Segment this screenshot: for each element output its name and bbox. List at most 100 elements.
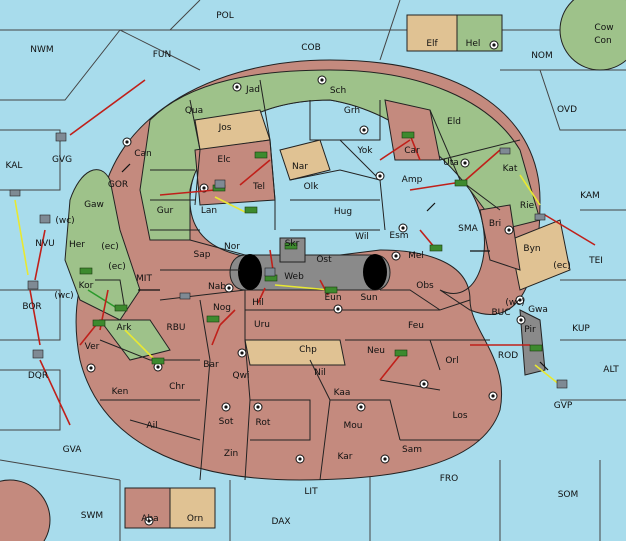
land-label[interactable]: Gaw [84,200,104,210]
land-label[interactable]: Gwa [528,305,548,315]
sea-label: NVU [35,239,54,249]
coast-label: (ec) [101,242,119,252]
land-label[interactable]: Rot [256,418,271,428]
land-label[interactable]: Eld [447,117,461,127]
land-label[interactable]: Sch [330,86,346,96]
army-unit [429,244,443,252]
land-label[interactable]: Aba [141,514,158,524]
land-label[interactable]: Ost [316,255,332,265]
coast-label: (wc) [505,298,524,308]
land-label[interactable]: Pir [524,325,536,335]
land-label[interactable]: Grh [344,106,360,116]
sea-label: Con [594,36,612,46]
land-label[interactable]: Esm [389,231,408,241]
land-label[interactable]: Byn [523,244,540,254]
land-label[interactable]: Hel [466,39,481,49]
sea-label: MIT [136,274,152,284]
sea-label: LIT [304,487,318,497]
bri-province[interactable] [479,204,521,271]
land-label[interactable]: Kar [338,452,353,462]
land-label[interactable]: Qua [185,106,203,116]
land-label[interactable]: Her [69,240,85,250]
land-label[interactable]: Can [134,149,152,159]
land-label[interactable]: Nar [292,162,308,172]
land-label[interactable]: Nil [314,368,326,378]
land-label[interactable]: Neu [367,346,385,356]
west-cap [238,254,262,290]
land-label[interactable]: Web [284,272,304,282]
land-label[interactable]: Chp [299,345,317,355]
chp-province[interactable] [244,339,346,366]
land-label[interactable]: Orl [445,356,458,366]
land-label[interactable]: Uta [443,158,459,168]
sea-label: ROD [498,351,518,361]
land-label[interactable]: Olk [304,182,320,192]
land-label[interactable]: Feu [408,321,424,331]
land-label[interactable]: Mel [408,251,424,261]
fleet-unit [27,280,39,290]
land-label[interactable]: Ark [116,323,132,333]
skr-province[interactable] [279,237,306,263]
land-label[interactable]: Los [452,411,467,421]
byn-province[interactable] [509,219,571,291]
sea-label: TEI [588,256,603,266]
sea-label: DAX [271,517,290,527]
pir-province[interactable] [519,309,546,376]
land-label[interactable]: Mou [344,421,363,431]
land-label[interactable]: Gur [157,206,174,216]
army-unit [324,286,338,294]
land-label[interactable]: Ail [146,421,157,431]
land-label[interactable]: Kaa [334,388,351,398]
land-label[interactable]: Zin [224,449,238,459]
land-label[interactable]: Nor [224,242,240,252]
land-label[interactable]: Ken [112,387,129,397]
land-label[interactable]: Hil [252,298,264,308]
land-label[interactable]: Tel [252,182,265,192]
land-label[interactable]: Rie [520,201,535,211]
land-label[interactable]: Skr [285,239,300,249]
land-label[interactable]: Nab [208,282,226,292]
fleet-unit [32,349,44,359]
land-label[interactable]: Kat [503,164,518,174]
land-label[interactable]: Kor [79,281,94,291]
land-label[interactable]: Qwi [233,371,250,381]
sea-label: GVG [52,155,72,165]
land-label[interactable]: Elc [217,155,230,165]
land-label[interactable]: Ver [85,342,100,352]
east-cap [363,254,387,290]
land-label[interactable]: Obs [416,281,434,291]
land-label[interactable]: Yok [356,146,373,156]
land-label[interactable]: Car [404,146,420,156]
land-label[interactable]: Sun [360,293,377,303]
sea-label: SMA [458,224,478,234]
land-label[interactable]: Sam [402,445,422,455]
elc-tel-province[interactable] [194,139,276,206]
land-label[interactable]: Sap [194,250,211,260]
sea-label: NWM [30,45,53,55]
land-label[interactable]: Jad [245,85,260,95]
land-label[interactable]: Orn [187,514,203,524]
fleet-unit [264,267,276,277]
land-label[interactable]: Jos [218,123,232,133]
land-label[interactable]: Eun [324,293,341,303]
land-label[interactable]: Bri [489,219,501,229]
land-label[interactable]: Chr [169,382,185,392]
land-label[interactable]: Uru [254,320,270,330]
land-label[interactable]: Nog [213,303,231,313]
land-label[interactable]: Hug [334,207,352,217]
fleet-unit [39,214,51,224]
sea-label: KAL [6,161,23,171]
land-label[interactable]: Bar [203,360,219,370]
army-unit [254,151,268,159]
land-label[interactable]: Wil [355,232,369,242]
nar-province[interactable] [279,139,331,181]
coast-label: (ec) [553,261,571,271]
land-label[interactable]: Amp [402,175,423,185]
con-province[interactable] [559,0,626,71]
land-label[interactable]: Lan [201,206,217,216]
cow-province[interactable] [0,479,51,541]
army-unit [284,242,298,250]
land-label[interactable]: Sot [219,417,234,427]
land-label[interactable]: Elf [426,39,438,49]
